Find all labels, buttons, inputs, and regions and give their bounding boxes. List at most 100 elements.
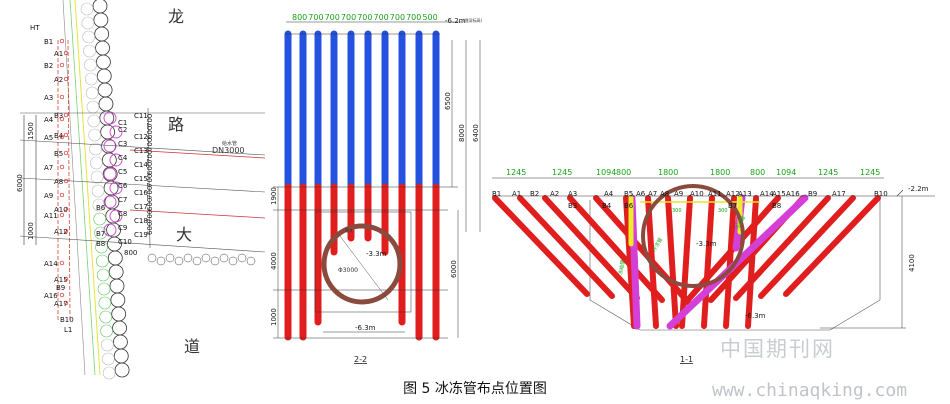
freeze-line-b — [67, 39, 71, 321]
plan-label-b8: B8 — [96, 240, 105, 248]
pile-circle — [113, 348, 129, 364]
pile-circle-row — [210, 256, 220, 266]
s11-r-label: -3.3m — [696, 240, 717, 248]
s11-label: A17 — [832, 190, 846, 198]
s22-dim-4000: 4000 — [270, 252, 278, 270]
s11-label: B10 — [874, 190, 888, 198]
road-edge-yellow — [74, 0, 101, 376]
freeze-pipe-center — [665, 195, 679, 329]
plan-letter: A12 — [54, 228, 68, 236]
pile-circle-outer — [89, 142, 102, 156]
pile-circle-row — [237, 253, 247, 263]
plan-dim-3: 1000 — [27, 222, 35, 240]
freeze-hole — [59, 292, 65, 298]
s22-dim-6400: 6400 — [472, 124, 480, 142]
pile-circle — [109, 278, 125, 294]
plan-c-letter: C5 — [118, 168, 127, 176]
s22-dim-1000: 1000 — [270, 308, 278, 326]
s22-pipe-diam: Φ3000 — [338, 267, 358, 274]
s22-dim-1900: 1900 — [270, 187, 278, 205]
pile-circle-outer — [82, 30, 95, 44]
s11-top-dim: 1245 — [818, 168, 838, 177]
plan-letter: A2 — [54, 76, 63, 84]
plan-c-letter: C2 — [118, 126, 127, 134]
freeze-hole — [59, 62, 65, 68]
plan-letter-b: B9 — [56, 284, 65, 292]
pile-circle-outer — [101, 352, 115, 366]
s22-tunnel-ring — [321, 223, 403, 305]
s11-title: 1-1 — [680, 355, 693, 364]
pile-circle-outer — [102, 366, 116, 380]
plan-letter: A11 — [44, 212, 58, 220]
plan-letter: B2 — [44, 62, 53, 70]
plan-letter: A14 — [44, 260, 58, 268]
s11-label: A16 — [786, 190, 800, 198]
bored-pile-row — [80, 0, 256, 380]
pile-circle-outer — [83, 44, 96, 58]
plan-label-800: 800 — [124, 249, 137, 257]
pile-circle — [96, 54, 111, 70]
s11-sublabel: B7 — [728, 202, 737, 210]
plan-mid-dim: 700 — [146, 174, 154, 187]
plan-label-ht: HT — [30, 24, 40, 32]
pile-circle-row — [201, 253, 211, 263]
plan-letter: A16 — [44, 292, 58, 300]
plan-letter-b: B10 — [60, 316, 74, 324]
plan-mid-dim: 700 — [146, 114, 154, 127]
plan-letter: A8 — [54, 178, 63, 186]
pile-circle — [93, 12, 109, 28]
s11-label: B1 — [492, 190, 501, 198]
s22-ring-dim — [339, 235, 389, 301]
plan-letter: B1 — [44, 38, 53, 46]
pile-circle-outer — [86, 100, 100, 114]
freeze-pipes-vertical — [284, 30, 440, 341]
pile-circle-outer — [87, 114, 101, 128]
s11-top-dim: 1094 — [776, 168, 796, 177]
plan-c-letter: C11 — [134, 112, 148, 120]
plan-mid-dim: 600 — [146, 198, 154, 211]
pile-circle-outer — [101, 338, 114, 352]
pile-circle-outer — [88, 128, 101, 142]
freeze-hole — [59, 260, 65, 266]
s22-title: 2-2 — [354, 355, 367, 364]
s22-top-dim: 800 — [292, 13, 307, 22]
freeze-pipe-left — [567, 195, 665, 303]
freeze-pipe-center — [723, 195, 737, 329]
plan-c-letter: C3 — [118, 140, 127, 148]
plan-letter: A17 — [54, 300, 68, 308]
pile-circle-outer — [84, 72, 98, 86]
s11-label: B9 — [808, 190, 817, 198]
pile-circle-outer — [91, 184, 105, 198]
plan-letter: B3 — [54, 112, 63, 120]
s11-note-4: 300 — [672, 208, 682, 214]
freeze-hole — [63, 228, 69, 234]
plan-red-lines — [129, 149, 266, 219]
s11-bottom-label: -6.3m — [745, 312, 766, 320]
freeze-hole — [63, 132, 69, 138]
freeze-hole — [59, 38, 65, 44]
s11-note-5: 300 — [718, 208, 728, 214]
s11-top-dim: 1094 — [596, 168, 616, 177]
plan-c-letter: C13 — [134, 147, 148, 155]
s22-bottom-label: -6.3m — [355, 324, 376, 332]
plan-letter: B4 — [54, 132, 64, 140]
pile-circle-outer — [84, 58, 97, 72]
pile-circle-outer — [95, 240, 108, 254]
s22-well-label: 管井 — [345, 227, 353, 233]
pile-circle-row — [165, 253, 175, 263]
s11-label: A1 — [512, 190, 521, 198]
pile-circle — [114, 362, 130, 378]
s11-top-dim: 800 — [750, 168, 765, 177]
s11-label: A9 — [674, 190, 683, 198]
freeze-pipe-center — [679, 195, 693, 329]
s22-box — [314, 211, 412, 313]
s11-top-dim: 1245 — [860, 168, 880, 177]
freeze-pipe-marker — [103, 167, 117, 181]
s11-sublabel: B6 — [624, 202, 634, 210]
s11-label: A15 — [772, 190, 786, 198]
freeze-hole — [63, 150, 69, 156]
plan-mid-dim: 700 — [146, 210, 154, 223]
road-char-1: 龙 — [168, 7, 184, 26]
